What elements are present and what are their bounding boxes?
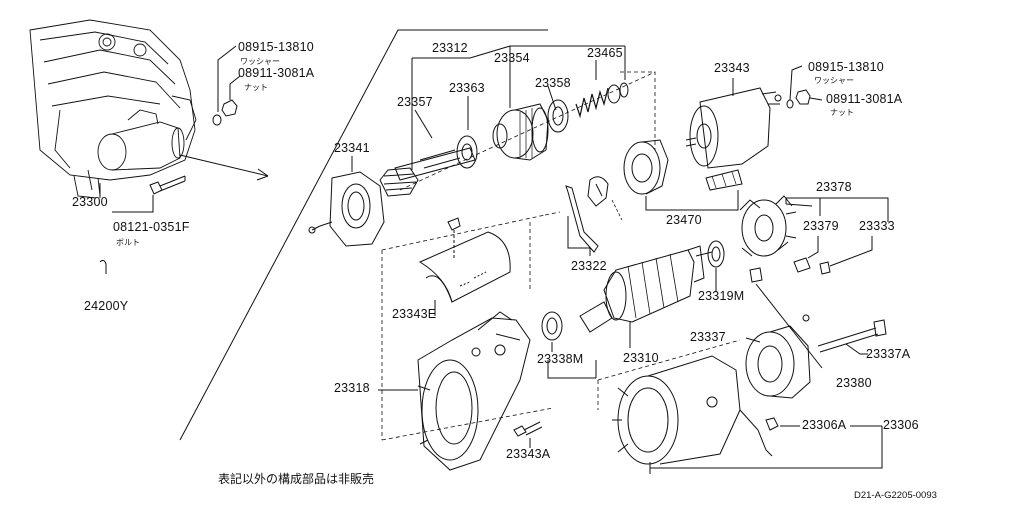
part-label-23363: 23363 (449, 81, 485, 95)
nut-left-code: 08911-3081A (238, 66, 315, 80)
part-label-23319M: 23319M (698, 289, 745, 303)
bolt-code: 08121-0351F (113, 220, 190, 234)
part-label-23343E: 23343E (392, 307, 437, 321)
part-label-24200Y: 24200Y (84, 299, 129, 313)
part-label-23465: 23465 (587, 46, 623, 60)
engine-block-illustration (30, 20, 196, 198)
bolt-name: ボルト (116, 238, 140, 247)
dust-cover-illustration (420, 218, 510, 302)
part-label-23379: 23379 (803, 219, 839, 233)
part-label-23306A: 23306A (802, 418, 847, 432)
bearing-23363-illustration (457, 136, 477, 168)
brush-holder-illustration (740, 196, 796, 256)
part-label-23322: 23322 (571, 259, 607, 273)
part-label-23300: 23300 (72, 195, 108, 209)
part-label-23312: 23312 (432, 41, 468, 55)
part-label-23337A: 23337A (866, 347, 911, 361)
footnote: 表記以外の構成部品は非販売 (218, 472, 375, 486)
nut-right-code: 08911-3081A (826, 92, 903, 106)
yoke-illustration (612, 356, 772, 474)
part-label-23358: 23358 (535, 76, 571, 90)
shift-lever-illustration (566, 177, 608, 252)
spring-23465-illustration (576, 88, 608, 116)
washer-left-name: ワッシャー (240, 57, 280, 66)
part-label-23354: 23354 (494, 51, 530, 65)
washer-right-name: ワッシャー (814, 76, 854, 85)
part-label-23380: 23380 (836, 376, 872, 390)
washer-right-code: 08915-13810 (808, 60, 884, 74)
drive-pinion-illustration (380, 148, 475, 196)
nut-left-name: ナット (244, 83, 268, 92)
magnetic-switch-illustration (686, 88, 781, 168)
holder-plate-illustration (624, 140, 742, 194)
part-label-23310: 23310 (623, 351, 659, 365)
part-label-23343: 23343 (714, 61, 750, 75)
part-label-23318: 23318 (334, 381, 370, 395)
armature-illustration (580, 246, 712, 332)
part-label-23470: 23470 (666, 213, 702, 227)
drive-housing-illustration (418, 312, 530, 470)
drawing-code: D21-A-G2205-0093 (854, 490, 937, 501)
part-label-23341: 23341 (334, 141, 370, 155)
part-label-23338M: 23338M (537, 352, 584, 366)
nut-right-name: ナット (830, 108, 854, 117)
part-label-23343A: 23343A (506, 447, 551, 461)
part-label-23337: 23337 (690, 330, 726, 344)
part-label-23378: 23378 (816, 180, 852, 194)
front-cover-illustration (309, 172, 384, 246)
rear-cover-illustration (746, 326, 810, 398)
part-label-23306: 23306 (883, 418, 919, 432)
engine-arrow (180, 155, 268, 176)
part-label-23357: 23357 (397, 95, 433, 109)
overrunning-clutch-illustration (493, 104, 548, 160)
washer-left-code: 08915-13810 (238, 40, 314, 54)
part-label-23333: 23333 (859, 219, 895, 233)
